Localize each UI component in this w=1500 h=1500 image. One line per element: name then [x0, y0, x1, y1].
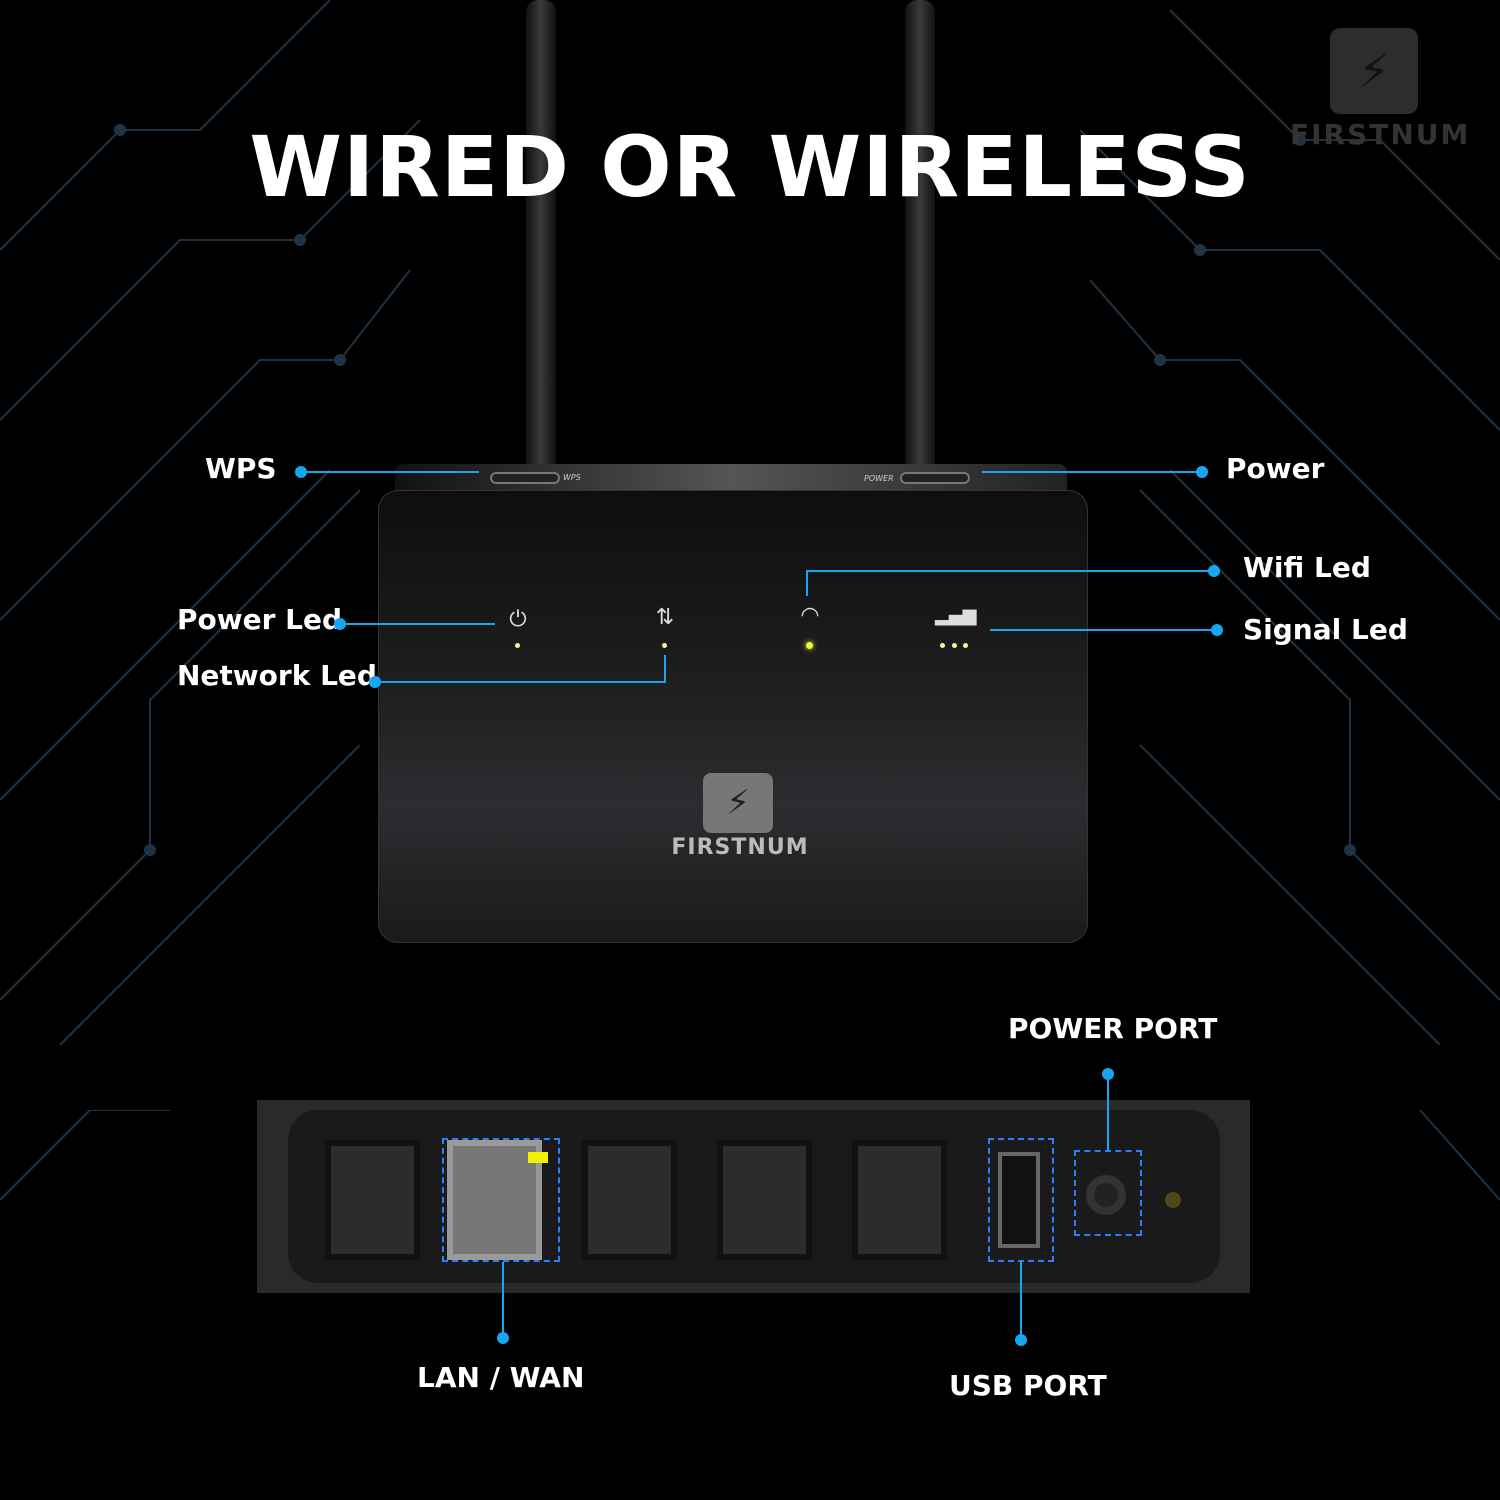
usb-port: [998, 1152, 1040, 1248]
callout-lan-wan: LAN / WAN: [417, 1361, 585, 1394]
callout-dot: [1015, 1334, 1027, 1346]
port-cover: [325, 1140, 420, 1260]
usb-highlight: [988, 1138, 1054, 1262]
callout-power: Power: [1226, 452, 1325, 485]
lan-wan-port: [447, 1140, 542, 1260]
callout-line: [982, 471, 1202, 473]
signal-led-2: [952, 643, 957, 648]
brand-name: FIRSTNUM: [671, 835, 809, 860]
lan-wan-highlight: [442, 1138, 560, 1262]
callout-line: [502, 1262, 504, 1334]
left-antenna: [526, 0, 556, 475]
callout-line: [340, 623, 495, 625]
callout-wifi-led: Wifi Led: [1243, 551, 1371, 584]
callout-network-led: Network Led: [177, 659, 377, 692]
callout-line: [1020, 1262, 1022, 1336]
port-cover: [852, 1140, 947, 1260]
back-panel-band: [0, 1045, 1460, 1110]
port-cover: [582, 1140, 677, 1260]
wps-small-label: WPS: [563, 473, 581, 482]
headline: WIRED OR WIRELESS: [249, 118, 1251, 216]
reset-hole: [1165, 1192, 1181, 1208]
callout-power-port: POWER PORT: [1008, 1012, 1218, 1045]
callout-dot: [1196, 466, 1208, 478]
signal-led-3: [963, 643, 968, 648]
power-button: [900, 472, 970, 484]
callout-line: [806, 570, 1214, 572]
signal-bars-icon: ▂▄▆: [935, 605, 977, 626]
callout-usb-port: USB PORT: [949, 1369, 1107, 1402]
power-small-label: POWER: [864, 474, 894, 483]
power-icon: ⏻: [509, 607, 527, 632]
callout-line: [990, 629, 1216, 631]
power-led: [515, 643, 520, 648]
wps-button: [490, 472, 560, 484]
power-port-highlight: [1074, 1150, 1142, 1236]
network-arrows-icon: ⇅: [655, 605, 675, 630]
callout-dot: [1211, 624, 1223, 636]
callout-power-led: Power Led: [177, 603, 343, 636]
wifi-icon: ◠: [800, 603, 820, 628]
callout-wps: WPS: [205, 452, 277, 485]
port-cover: [717, 1140, 812, 1260]
network-led: [662, 643, 667, 648]
callout-line: [664, 655, 666, 683]
wifi-led: [806, 642, 813, 649]
lan-port-led: [528, 1152, 548, 1163]
power-port: [1086, 1175, 1126, 1215]
callout-line: [301, 471, 479, 473]
callout-dot: [1208, 565, 1220, 577]
callout-line: [1107, 1074, 1109, 1150]
brand-logo-icon: ⚡: [703, 773, 773, 833]
watermark-logo-icon: ⚡: [1330, 28, 1418, 114]
signal-led-1: [940, 643, 945, 648]
right-antenna: [905, 0, 935, 475]
watermark-brand: FIRSTNUM: [1290, 118, 1471, 151]
router-body: [378, 490, 1088, 943]
callout-line: [806, 570, 808, 596]
callout-dot: [497, 1332, 509, 1344]
callout-signal-led: Signal Led: [1243, 613, 1408, 646]
callout-line: [375, 681, 666, 683]
